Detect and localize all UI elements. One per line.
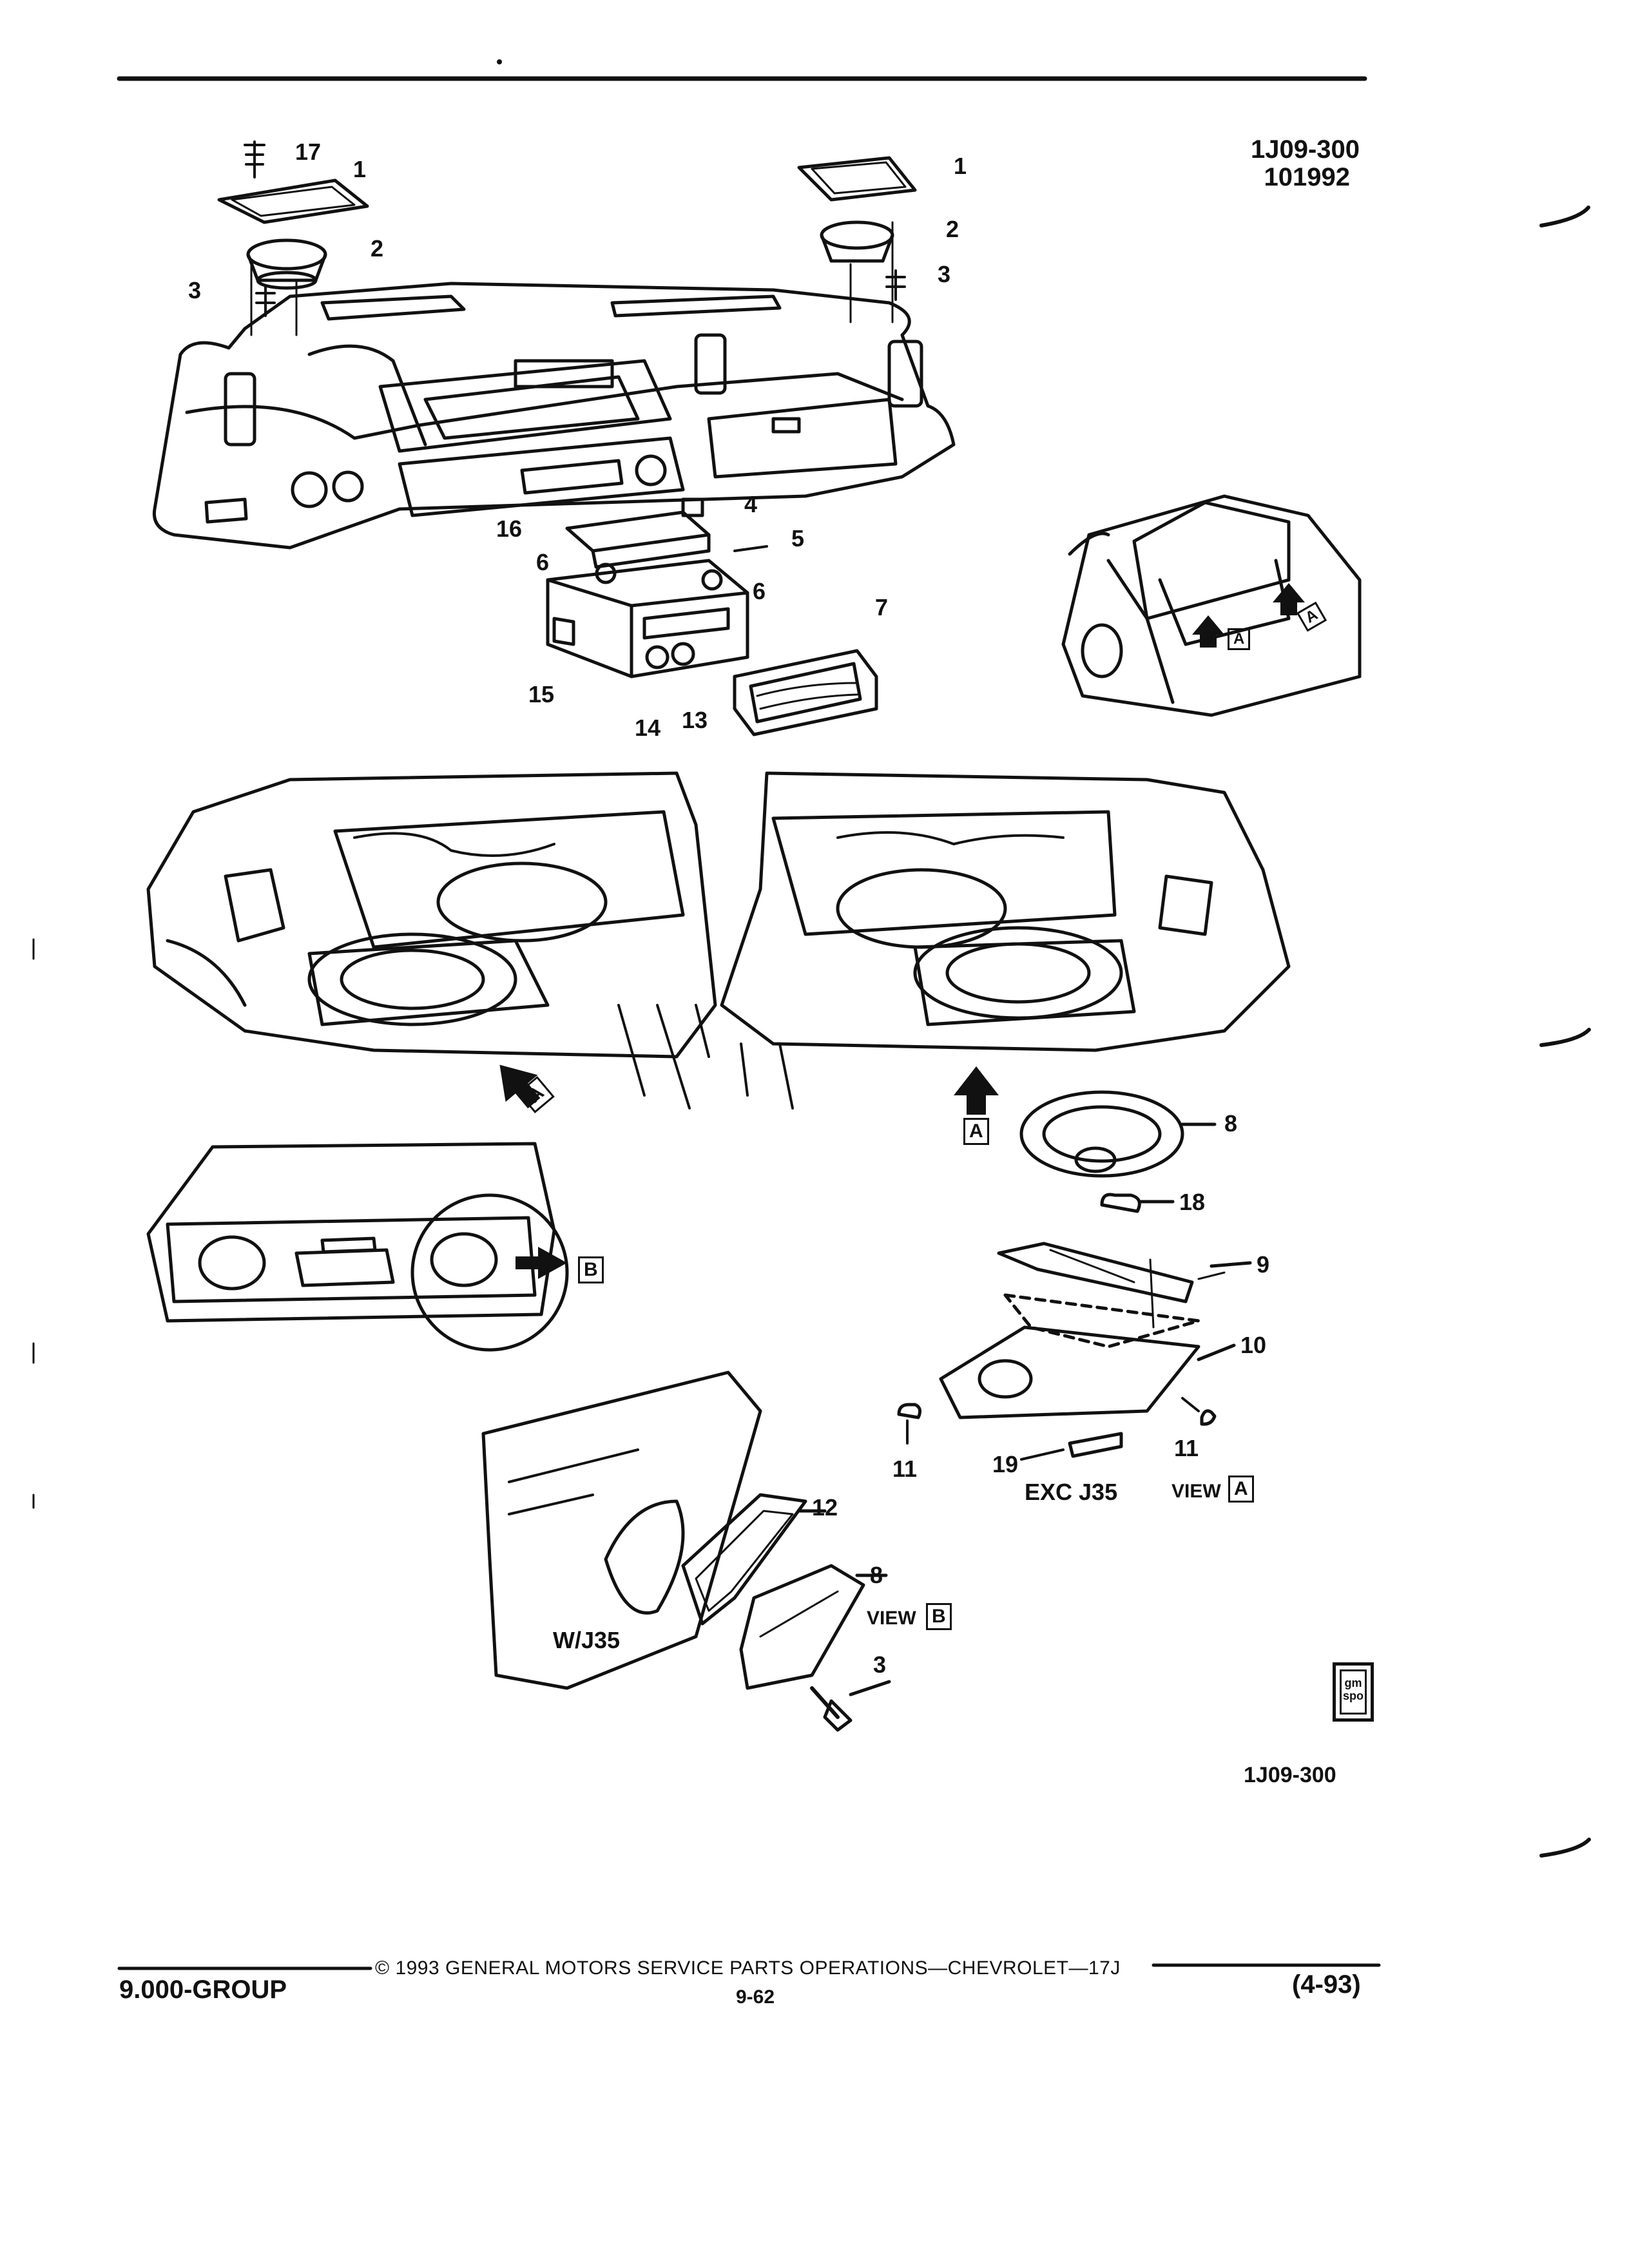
callout-3-left: 3 — [188, 277, 202, 303]
gm-spo-logo: gm spo — [1333, 1662, 1374, 1722]
illustration-id: 1J09-300 — [1250, 135, 1360, 164]
label-w-j35: W/J35 — [553, 1627, 621, 1653]
trunk-marker-a-1: A — [1228, 628, 1251, 650]
left-dash-speaker-parts — [217, 140, 369, 336]
label-exc-j35: EXC J35 — [1025, 1479, 1118, 1505]
footer-page: 9-62 — [736, 1986, 775, 2008]
callout-1-right: 1 — [954, 153, 967, 179]
label-bottom-id: 1J09-300 — [1244, 1763, 1336, 1787]
rear-speaker-drawing-upper — [1019, 1090, 1217, 1178]
footer-group: 9.000-GROUP — [119, 1975, 287, 2004]
instrument-panel-drawing — [152, 282, 956, 550]
label-view-a-letter: A — [1228, 1475, 1254, 1503]
callout-13: 13 — [682, 707, 708, 733]
callout-5: 5 — [791, 525, 805, 552]
footer-revision: (4-93) — [1292, 1970, 1361, 1999]
callout-15: 15 — [528, 681, 555, 707]
callout-9: 9 — [1257, 1251, 1270, 1278]
view-a-exploded-drawing — [897, 1193, 1252, 1461]
callout-3-bottom: 3 — [873, 1651, 887, 1678]
callout-12: 12 — [812, 1494, 838, 1521]
callout-18: 18 — [1179, 1189, 1206, 1215]
quarter-panel-j35-drawing — [481, 1370, 891, 1732]
callout-1-left: 1 — [353, 156, 367, 182]
label-view-a-word: VIEW — [1171, 1481, 1221, 1502]
gm-spo-logo-text: gm spo — [1340, 1669, 1367, 1715]
left-rear-shelf-drawing — [146, 771, 717, 1110]
label-view-b-word: VIEW — [867, 1608, 916, 1629]
callout-10: 10 — [1240, 1332, 1267, 1358]
right-rear-shelf-drawing — [720, 771, 1291, 1115]
callout-11-left: 11 — [892, 1456, 918, 1482]
callout-7: 7 — [875, 594, 889, 620]
callout-4: 4 — [744, 491, 758, 517]
callout-14: 14 — [635, 715, 661, 741]
view-marker-a-right: A — [963, 1118, 989, 1145]
callout-6-a: 6 — [536, 549, 550, 575]
radio-assembly-drawing — [546, 497, 768, 678]
callout-8-lower: 8 — [870, 1562, 883, 1588]
callout-8-upper: 8 — [1224, 1110, 1238, 1137]
callout-6-b: 6 — [753, 578, 766, 604]
footer-copyright: © 1993 GENERAL MOTORS SERVICE PARTS OPER… — [375, 1957, 1121, 1979]
right-dash-speaker-parts — [797, 156, 917, 323]
callout-19: 19 — [992, 1451, 1019, 1477]
callout-16: 16 — [496, 515, 523, 542]
label-view-b-letter: B — [926, 1603, 952, 1630]
radio-bezel-drawing — [733, 649, 878, 736]
callout-17: 17 — [295, 139, 322, 165]
trunk-view-drawing — [1061, 494, 1362, 717]
view-marker-b: B — [578, 1256, 604, 1283]
package-shelf-view-drawing — [146, 1142, 569, 1352]
callout-2-left: 2 — [371, 235, 384, 262]
callout-3-right: 3 — [938, 261, 951, 287]
date-code: 101992 — [1264, 163, 1350, 191]
callout-11-right: 11 — [1174, 1435, 1199, 1461]
callout-2-right: 2 — [946, 216, 959, 242]
